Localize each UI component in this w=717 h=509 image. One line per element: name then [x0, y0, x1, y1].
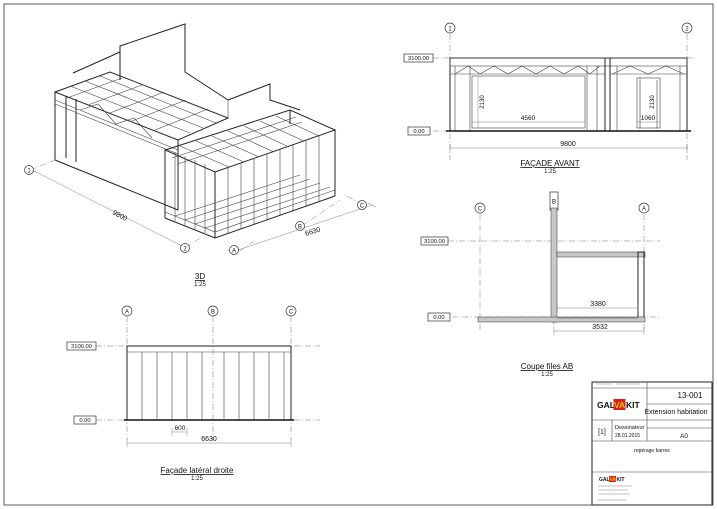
iso-axis-bubble-2: 2: [180, 243, 190, 253]
side-dim-module: 600: [175, 425, 186, 432]
iso-left-module: [53, 71, 230, 211]
drawn-by: Dessinateur: [615, 425, 645, 431]
svg-text:0.00: 0.00: [79, 418, 90, 424]
front-view: 1 2 3100.00 0.00 4560 1060 9800 2130 213…: [403, 22, 695, 175]
section-level-base: 0.00: [427, 312, 451, 322]
svg-text:3100.00: 3100.00: [408, 56, 429, 62]
svg-text:A: A: [125, 310, 129, 316]
iso-scale: 1:25: [194, 282, 206, 288]
galvakit-logo-small: GAL VA KIT: [599, 476, 625, 483]
front-title: FAÇADE AVANT: [520, 159, 579, 168]
svg-text:KIT: KIT: [617, 477, 625, 483]
side-dim-total: 6630: [201, 436, 217, 443]
iso-axis-bubble-c: C: [357, 200, 367, 210]
section-axis-bubble-a: A: [638, 202, 650, 214]
svg-text:2: 2: [183, 247, 187, 253]
project-name: Extension habitation: [644, 409, 707, 416]
side-title: Façade latéral droite: [161, 466, 234, 475]
section-title: Coupe files AB: [521, 362, 573, 371]
title-block: GAL VA KIT 13-001 Extension habitation […: [591, 381, 713, 506]
front-scale: 1:25: [544, 169, 556, 175]
sheet-border: [3, 3, 714, 506]
section-axis-bubble-b: B: [549, 191, 559, 211]
svg-text:B: B: [298, 225, 302, 231]
svg-text:B: B: [552, 200, 556, 206]
front-dim-opening: 4560: [521, 115, 536, 122]
svg-text:3100.00: 3100.00: [71, 344, 92, 350]
iso-axis-bubble-1: 1: [24, 165, 34, 175]
svg-text:0.00: 0.00: [413, 129, 424, 135]
section-axis-bubble-c: C: [474, 202, 486, 214]
side-view: A B C 3100.00 0.00 600 6630 Façade latér…: [66, 305, 320, 482]
drawing-number: 13-001: [678, 391, 703, 400]
svg-text:C: C: [289, 310, 294, 316]
svg-text:1: 1: [448, 27, 452, 33]
side-level-top: 3100.00: [66, 341, 97, 351]
iso-axis-bubble-a: A: [229, 245, 239, 255]
iso-view: 9800 6630 1 2 A B C 3D 1:25: [24, 23, 377, 288]
section-dim-inner: 3380: [590, 301, 606, 308]
front-dim-height-left: 2130: [480, 95, 486, 109]
drawing-description: repérage barres: [634, 448, 670, 454]
iso-right-module: [163, 109, 337, 239]
section-scale: 1:25: [541, 372, 553, 378]
svg-text:3100.00: 3100.00: [424, 239, 445, 245]
sheet-format: A0: [680, 433, 688, 440]
drawing-date: 28.01.2015: [615, 433, 640, 439]
section-view: C B A 3100.00 0.00 3380 3532 Coupe files…: [420, 191, 660, 378]
front-level-top: 3100.00: [403, 53, 434, 63]
svg-text:2: 2: [685, 27, 689, 33]
front-dim-door: 1060: [641, 115, 656, 122]
svg-text:KIT: KIT: [626, 400, 641, 410]
front-axis-bubble-2: 2: [681, 22, 693, 34]
front-axis-bubble-1: 1: [444, 22, 456, 34]
svg-text:C: C: [360, 204, 365, 210]
iso-dim-long: 9800: [111, 210, 128, 223]
svg-text:GAL: GAL: [599, 477, 610, 483]
svg-text:1: 1: [27, 169, 31, 175]
svg-text:VA: VA: [614, 400, 625, 410]
iso-dimensions: [27, 157, 377, 255]
section-level-top: 3100.00: [420, 236, 449, 246]
front-dim-height-right: 2130: [650, 95, 656, 109]
svg-text:A: A: [232, 249, 236, 255]
revision: [1]: [598, 429, 606, 436]
svg-text:0.00: 0.00: [433, 315, 444, 321]
iso-back-wall: [72, 23, 301, 118]
side-axis-bubble-a: A: [121, 305, 133, 317]
side-scale: 1:25: [191, 476, 203, 482]
section-dim-outer: 3532: [592, 324, 608, 331]
iso-title: 3D: [195, 272, 205, 281]
svg-text:GAL: GAL: [597, 400, 615, 410]
svg-text:B: B: [211, 310, 215, 316]
svg-text:A: A: [642, 207, 646, 213]
galvakit-logo: GAL VA KIT: [597, 399, 641, 410]
iso-axis-bubble-b: B: [295, 221, 305, 231]
svg-text:VA: VA: [610, 477, 617, 483]
side-axis-bubble-b: B: [207, 305, 219, 317]
svg-text:C: C: [478, 207, 483, 213]
side-level-base: 0.00: [73, 415, 97, 425]
side-axis-bubble-c: C: [285, 305, 297, 317]
front-dim-total: 9800: [560, 141, 576, 148]
front-level-base: 0.00: [407, 126, 431, 136]
iso-dim-short: 6630: [304, 226, 321, 238]
